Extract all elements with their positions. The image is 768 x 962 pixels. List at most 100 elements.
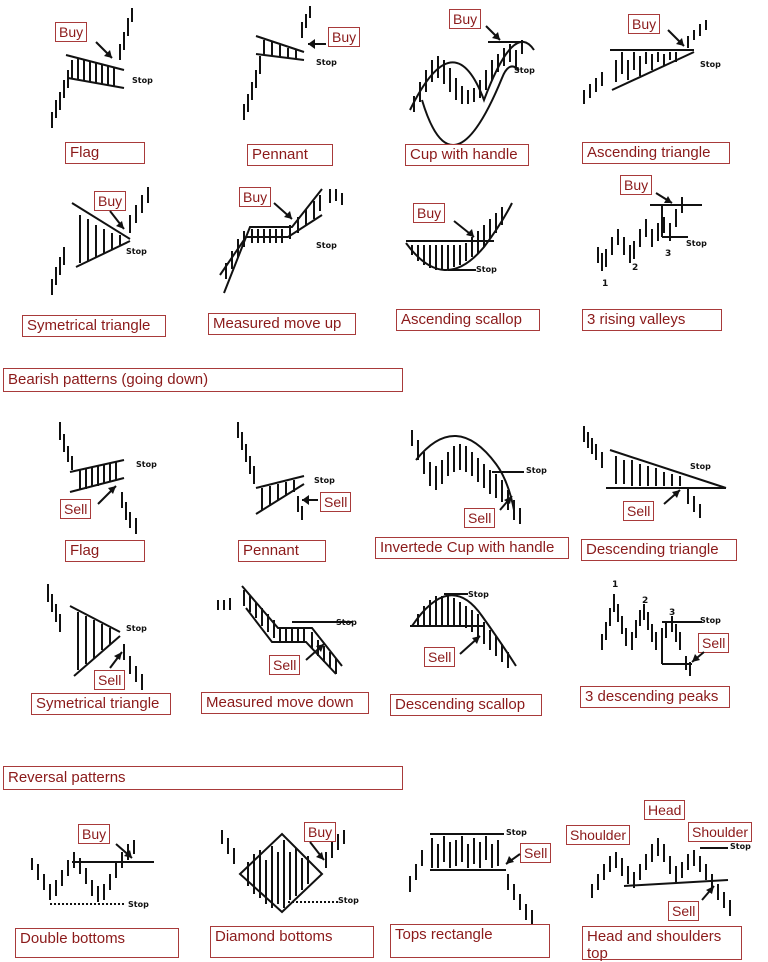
pattern-cup-handle: Buy Stop Cup with handle [384, 0, 576, 175]
tops-rectangle-drawing [409, 833, 533, 924]
arrow-icon [459, 635, 481, 655]
stop-label: Stop [476, 265, 497, 274]
arrow-icon [95, 41, 113, 59]
sell-tag: Sell [424, 647, 456, 667]
sell-tag: Sell [94, 670, 126, 690]
ascending-scallop-drawing [405, 202, 513, 271]
arrow-icon [309, 841, 325, 861]
stop-label: Stop [136, 460, 157, 469]
arrow-icon [667, 29, 685, 47]
pattern-label: Flag [65, 540, 145, 562]
stop-label: Stop [514, 66, 535, 75]
pattern-label: Pennant [238, 540, 326, 562]
pattern-label: Symetrical triangle [31, 693, 171, 715]
pennant-bull-drawing [243, 6, 311, 120]
arrow-icon [305, 643, 325, 661]
buy-tag: Buy [620, 175, 653, 195]
pattern-label: Measured move down [201, 692, 369, 714]
buy-tag: Buy [413, 203, 446, 223]
stop-label: Stop [126, 247, 147, 256]
sell-tag: Sell [60, 499, 92, 519]
stop-label: Stop [526, 466, 547, 475]
sell-tag: Sell [520, 843, 552, 863]
pattern-label: Descending triangle [581, 539, 737, 561]
pattern-symmetrical-triangle-bear: Stop Sell Symetrical triangle [0, 570, 192, 740]
arrow-icon [115, 843, 133, 859]
valley-number: 2 [632, 263, 639, 273]
pattern-double-bottoms: Buy Stop Double bottoms [0, 800, 192, 960]
cup-handle-drawing [409, 40, 535, 146]
pattern-descending-triangle: Stop Sell Descending triangle [576, 400, 768, 570]
flag-bull-drawing [51, 8, 133, 128]
sell-tag: Sell [623, 501, 655, 521]
shoulder-tag: Shoulder [566, 825, 631, 845]
stop-label: Stop [468, 590, 489, 599]
descending-triangle-drawing [583, 426, 727, 518]
sym-triangle-bear-drawing [47, 584, 143, 690]
pattern-pennant-bull: Buy Stop Pennant [192, 0, 384, 175]
pattern-3-rising-valleys: Buy Stop 1 2 3 3 rising valleys [576, 175, 768, 345]
pattern-label: Ascending triangle [582, 142, 730, 164]
arrow-icon [109, 210, 125, 230]
buy-tag: Buy [78, 824, 111, 844]
pattern-flag-bull: Buy Stop Flag [0, 0, 192, 175]
arrow-icon [302, 495, 318, 505]
stop-label: Stop [686, 239, 707, 248]
descending-peaks-drawing [601, 594, 702, 676]
stop-label: Stop [690, 462, 711, 471]
arrow-icon [97, 485, 117, 505]
diamond-bottoms-drawing [221, 830, 345, 914]
arrow-icon [499, 495, 513, 511]
stop-label: Stop [700, 60, 721, 69]
valley-number: 1 [602, 279, 609, 289]
pattern-label: Descending scallop [390, 694, 542, 716]
stop-label: Stop [700, 616, 721, 625]
buy-tag: Buy [628, 14, 661, 34]
pattern-ascending-scallop: Buy Stop Ascending scallop [384, 175, 576, 345]
arrow-icon [453, 220, 475, 238]
measured-move-down-drawing [217, 585, 352, 675]
buy-tag: Buy [449, 9, 482, 29]
pattern-label: Tops rectangle [390, 924, 550, 958]
sell-tag: Sell [464, 508, 496, 528]
arrow-icon [655, 192, 673, 204]
sell-tag: Sell [320, 492, 352, 512]
peak-number: 2 [642, 596, 649, 606]
stop-label: Stop [338, 896, 359, 905]
pattern-flag-bear: Stop Sell Flag [0, 400, 192, 570]
stop-label: Stop [730, 842, 751, 851]
head-tag: Head [644, 800, 686, 820]
stop-label: Stop [126, 624, 147, 633]
section-header-reversal: Reversal patterns [3, 766, 403, 790]
pattern-label: Ascending scallop [396, 309, 540, 331]
arrow-icon [109, 651, 123, 669]
arrow-icon [273, 202, 293, 220]
stop-label: Stop [316, 58, 337, 67]
valley-number: 3 [665, 249, 672, 259]
pattern-3-descending-peaks: 1 2 3 Stop Sell 3 descending peaks [576, 570, 768, 740]
pattern-label: Invertede Cup with handle [375, 537, 569, 559]
buy-tag: Buy [239, 187, 272, 207]
pattern-label: 3 descending peaks [580, 686, 730, 708]
pennant-bear-drawing [237, 422, 305, 520]
stop-label: Stop [506, 828, 527, 837]
pattern-label: 3 rising valleys [582, 309, 722, 331]
arrow-icon [701, 885, 715, 901]
pattern-symmetrical-triangle-bull: Buy Stop Symetrical triangle [0, 175, 192, 345]
stop-label: Stop [132, 76, 153, 85]
sell-tag: Sell [668, 901, 700, 921]
shoulder-tag: Shoulder [688, 822, 753, 842]
pattern-measured-move-up: Buy Stop Measured move up [192, 175, 384, 345]
buy-tag: Buy [304, 822, 337, 842]
pattern-measured-move-down: Stop Sell Measured move down [192, 570, 384, 740]
stop-label: Stop [316, 241, 337, 250]
peak-number: 3 [669, 608, 676, 618]
peak-number: 1 [612, 580, 619, 590]
stop-label: Stop [314, 476, 335, 485]
pattern-label: Measured move up [208, 313, 356, 335]
sell-tag: Sell [698, 633, 730, 653]
section-header-bearish: Bearish patterns (going down) [3, 368, 403, 392]
measured-move-up-drawing [219, 188, 343, 294]
pattern-label: Flag [65, 142, 145, 164]
